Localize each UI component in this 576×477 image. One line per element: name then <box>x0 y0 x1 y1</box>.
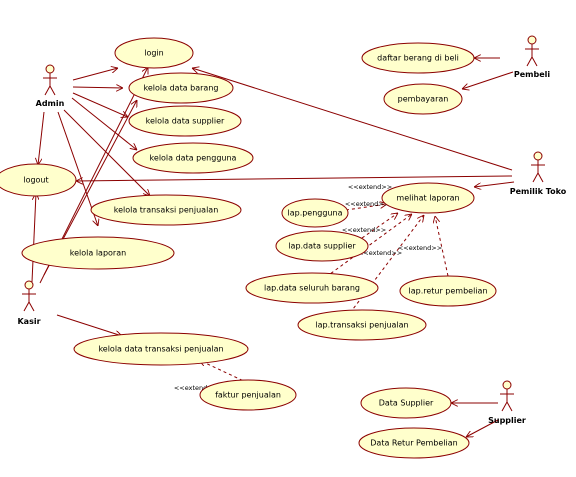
extend-label: <<extend>> <box>345 200 389 208</box>
extend-label: <<extend>> <box>358 249 402 257</box>
use-case-kelola-data-transaksi-penjualan[interactable]: kelola data transaksi penjualan <box>73 332 249 366</box>
use-case-label: lap.data seluruh barang <box>264 284 360 293</box>
use-case-label: pembayaran <box>398 95 449 104</box>
use-case-daftar-barang-di-beli[interactable]: daftar berang di beli <box>361 42 475 74</box>
actor-label: Supplier <box>488 416 526 425</box>
use-case-kelola-data-barang[interactable]: kelola data barang <box>128 72 234 104</box>
use-case-label: daftar berang di beli <box>377 54 459 63</box>
extend-label: <<extend>> <box>342 226 386 234</box>
actor-pembeli[interactable]: Pembeli <box>514 35 551 79</box>
use-case-label: kelola data supplier <box>146 117 225 126</box>
use-case-label: kelola data transaksi penjualan <box>98 345 223 354</box>
use-case-pembayaran[interactable]: pembayaran <box>383 83 463 115</box>
use-case-label: lap.retur pembelian <box>408 287 487 296</box>
use-case-lap-retur-pembelian[interactable]: lap.retur pembelian <box>399 275 497 307</box>
use-case-data-retur-pembelian[interactable]: Data Retur Pembelian <box>358 427 470 459</box>
association-lines <box>31 58 515 437</box>
use-case-logout[interactable]: logout <box>0 163 77 197</box>
use-case-lap-transaksi-penjualan[interactable]: lap.transaksi penjualan <box>297 309 427 341</box>
stick-figure-icon <box>500 380 514 412</box>
use-case-lap-data-seluruh-barang[interactable]: lap.data seluruh barang <box>245 272 379 304</box>
actor-label: Pembeli <box>514 70 551 79</box>
extend-label: <<extend>> <box>174 384 218 392</box>
extend-label: <<extend>> <box>398 244 442 252</box>
use-case-kelola-data-supplier[interactable]: kelola data supplier <box>128 105 242 137</box>
actor-label: Kasir <box>17 317 40 326</box>
use-case-label: lap.transaksi penjualan <box>315 321 408 330</box>
use-case-faktur-penjualan[interactable]: faktur penjualan <box>199 379 297 411</box>
use-case-label: faktur penjualan <box>215 391 281 400</box>
use-case-lap-pengguna[interactable]: lap.pengguna <box>281 198 349 228</box>
use-case-label: logout <box>23 176 48 185</box>
stick-figure-icon <box>525 35 539 67</box>
stick-figure-icon <box>43 64 57 96</box>
use-case-label: lap.pengguna <box>287 209 342 218</box>
stick-figure-icon <box>531 151 545 183</box>
extend-label: <<extend>> <box>348 183 392 191</box>
use-case-label: melihat laporan <box>396 194 459 203</box>
use-case-data-supplier[interactable]: Data Supplier <box>360 387 452 419</box>
use-case-label: login <box>144 49 164 58</box>
use-case-melihat-laporan[interactable]: melihat laporan <box>381 182 475 214</box>
extend-labels: <<extend>> <<extend>> <<extend>> <<exten… <box>174 183 442 392</box>
use-case-label: Data Retur Pembelian <box>370 439 457 448</box>
use-case-label: kelola laporan <box>70 249 126 258</box>
actor-label: Admin <box>36 99 65 108</box>
actor-admin[interactable]: Admin <box>36 64 65 108</box>
use-case-lap-data-supplier[interactable]: lap.data supplier <box>275 230 369 262</box>
use-case-label: kelola transaksi penjualan <box>114 206 219 215</box>
use-case-label: kelola data pengguna <box>150 154 237 163</box>
use-case-login[interactable]: login <box>114 37 194 69</box>
use-case-label: Data Supplier <box>379 399 434 408</box>
use-case-label: kelola data barang <box>144 84 219 93</box>
use-case-label: lap.data supplier <box>288 242 356 251</box>
use-case-kelola-laporan[interactable]: kelola laporan <box>21 236 175 270</box>
stick-figure-icon <box>22 280 36 312</box>
actor-kasir[interactable]: Kasir <box>17 280 41 326</box>
actor-label: Pemilik Toko <box>510 187 567 196</box>
use-case-kelola-data-pengguna[interactable]: kelola data pengguna <box>132 142 254 174</box>
actor-pemilik-toko[interactable]: Pemilik Toko <box>510 151 567 196</box>
actor-supplier[interactable]: Supplier <box>488 380 526 425</box>
use-case-kelola-transaksi-penjualan[interactable]: kelola transaksi penjualan <box>90 194 242 226</box>
